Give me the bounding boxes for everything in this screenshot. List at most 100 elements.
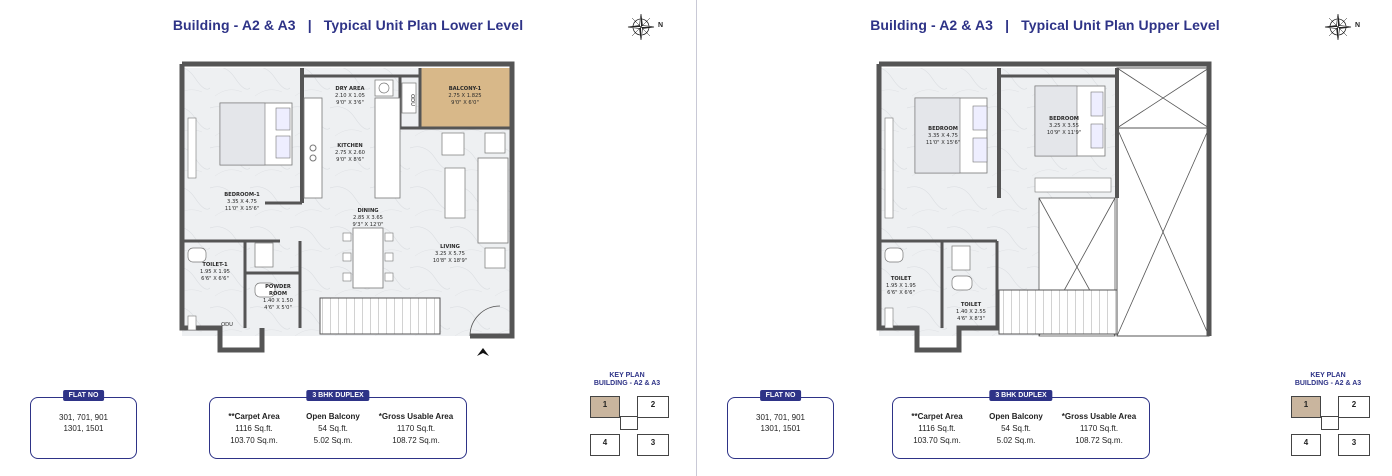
flat-number-tag: FLAT NO (759, 390, 802, 401)
svg-text:11'0" X 15'6": 11'0" X 15'6" (926, 140, 960, 146)
page-divider (696, 0, 697, 476)
svg-text:1.40 X 1.50: 1.40 X 1.50 (263, 298, 293, 304)
svg-text:10'8" X 18'9": 10'8" X 18'9" (433, 258, 467, 264)
carpet-area-column: **Carpet Area 1116 Sq.ft. 103.70 Sq.m. (218, 411, 290, 447)
svg-text:11'0" X 15'6": 11'0" X 15'6" (225, 206, 259, 212)
open-balcony-column: Open Balcony 54 Sq.ft. 5.02 Sq.m. (981, 411, 1051, 447)
plan-title: Building - A2 & A3 | Typical Unit Plan U… (697, 17, 1392, 33)
area-heading: *Gross Usable Area (1061, 412, 1137, 421)
svg-text:ROOM: ROOM (269, 291, 287, 297)
room-label-bedroom: BEDROOM-1 3.35 X 4.75 11'0" X 15'6" (224, 192, 260, 212)
entry-arrow-icon (477, 348, 489, 356)
flat-number-box: FLAT NO 301, 701, 901 1301, 1501 (30, 390, 137, 459)
area-sqm: 103.70 Sq.m. (230, 436, 278, 445)
svg-text:DRY AREA: DRY AREA (335, 86, 364, 92)
key-plan-unit-2: 2 (637, 396, 669, 418)
key-plan-unit-4: 4 (1291, 434, 1321, 456)
key-plan-core (1321, 416, 1339, 430)
room-label-bedroom-b: BEDROOM 3.25 X 3.55 10'9" X 11'9" (1047, 116, 1081, 136)
key-plan-unit-3: 3 (637, 434, 669, 456)
svg-text:3.35 X 4.75: 3.35 X 4.75 (227, 199, 257, 205)
svg-text:BALCONY-1: BALCONY-1 (449, 86, 482, 92)
svg-text:3.35 X 4.75: 3.35 X 4.75 (928, 133, 958, 139)
key-plan-unit-1: 1 (590, 396, 620, 418)
plan-title: Building - A2 & A3 | Typical Unit Plan L… (0, 17, 696, 33)
flat-numbers-line-2: 1301, 1501 (63, 424, 104, 433)
area-summary-box: 3 BHK DUPLEX **Carpet Area 1116 Sq.ft. 1… (209, 390, 467, 459)
gross-usable-area-column: *Gross Usable Area 1170 Sq.ft. 108.72 Sq… (1055, 411, 1143, 447)
key-plan-unit-1: 1 (1291, 396, 1321, 418)
compass-icon: N (626, 12, 666, 42)
svg-text:6'6" X 6'6": 6'6" X 6'6" (201, 276, 229, 282)
svg-text:1.95 X 1.95: 1.95 X 1.95 (200, 269, 230, 275)
svg-text:9'3" X 12'0": 9'3" X 12'0" (353, 222, 384, 228)
room-label-living: LIVING 3.25 X 5.75 10'8" X 18'9" (433, 244, 467, 264)
area-heading: Open Balcony (989, 412, 1043, 421)
title-separator: | (1005, 17, 1010, 33)
svg-text:3.25 X 3.55: 3.25 X 3.55 (1049, 123, 1079, 129)
area-heading: **Carpet Area (228, 412, 280, 421)
svg-text:BEDROOM: BEDROOM (1049, 116, 1079, 122)
flat-numbers-line-2: 1301, 1501 (760, 424, 801, 433)
svg-text:6'6" X 6'6": 6'6" X 6'6" (887, 290, 915, 296)
svg-text:4'6" X 8'3": 4'6" X 8'3" (957, 316, 985, 322)
area-sqm: 103.70 Sq.m. (913, 436, 961, 445)
area-sqft: 54 Sq.ft. (318, 424, 348, 433)
key-plan-title: KEY PLAN (609, 372, 645, 379)
svg-text:TOILET: TOILET (891, 276, 912, 282)
key-plan: KEY PLAN BUILDING - A2 & A3 1 2 4 3 (1283, 372, 1373, 462)
svg-text:2.85 X 3.65: 2.85 X 3.65 (353, 215, 383, 221)
area-sqm: 108.72 Sq.m. (392, 436, 440, 445)
svg-text:TOILET: TOILET (961, 302, 982, 308)
svg-text:POWDER: POWDER (265, 284, 291, 290)
area-sqft: 1170 Sq.ft. (1079, 424, 1119, 433)
odu-bottom-label: ODU (221, 322, 233, 328)
key-plan: KEY PLAN BUILDING - A2 & A3 1 2 4 3 (582, 372, 672, 462)
area-heading: Open Balcony (306, 412, 360, 421)
room-label-bedroom-a: BEDROOM 3.35 X 4.75 11'0" X 15'6" (926, 126, 960, 146)
svg-text:KITCHEN: KITCHEN (337, 143, 363, 149)
compass-north-label: N (1355, 22, 1361, 29)
room-label-dining: DINING 2.85 X 3.65 9'3" X 12'0" (353, 208, 384, 228)
balcony-floor (420, 68, 512, 128)
room-label-kitchen: KITCHEN 2.75 X 2.60 9'0" X 8'6" (335, 143, 365, 163)
key-plan-building: BUILDING - A2 & A3 (1294, 380, 1362, 387)
flat-number-tag: FLAT NO (62, 390, 105, 401)
svg-text:10'9" X 11'9": 10'9" X 11'9" (1047, 130, 1081, 136)
room-label-toilet-a: TOILET 1.95 X 1.95 6'6" X 6'6" (886, 276, 916, 296)
flat-numbers-line-1: 301, 701, 901 (756, 413, 805, 422)
svg-text:TOILET-1: TOILET-1 (202, 262, 228, 268)
svg-text:LIVING: LIVING (440, 244, 460, 250)
flat-numbers-line-1: 301, 701, 901 (59, 413, 108, 422)
lower-floor-plan: ODU ODU DRY AREA 2.10 X (179, 61, 515, 356)
svg-text:BEDROOM: BEDROOM (928, 126, 958, 132)
unit-type-tag: 3 BHK DUPLEX (306, 390, 370, 401)
key-plan-unit-2: 2 (1338, 396, 1370, 418)
svg-text:3.25 X 5.75: 3.25 X 5.75 (435, 251, 465, 257)
svg-text:DINING: DINING (357, 208, 378, 214)
lower-level-panel: Building - A2 & A3 | Typical Unit Plan L… (0, 12, 696, 462)
key-plan-title: KEY PLAN (1310, 372, 1346, 379)
svg-text:BEDROOM-1: BEDROOM-1 (224, 192, 260, 198)
building-name: Building - A2 & A3 (172, 17, 296, 33)
svg-text:9'0" X 3'6": 9'0" X 3'6" (336, 100, 364, 106)
unit-type-tag: 3 BHK DUPLEX (989, 390, 1053, 401)
area-sqm: 5.02 Sq.m. (996, 436, 1036, 445)
gross-usable-area-column: *Gross Usable Area 1170 Sq.ft. 108.72 Sq… (372, 411, 460, 447)
flat-number-box: FLAT NO 301, 701, 901 1301, 1501 (727, 390, 834, 459)
upper-floor-plan: BEDROOM 3.35 X 4.75 11'0" X 15'6" BEDROO… (876, 61, 1212, 353)
compass-north-label: N (658, 22, 664, 29)
open-balcony-column: Open Balcony 54 Sq.ft. 5.02 Sq.m. (298, 411, 368, 447)
room-label-powder-room: POWDER ROOM 1.40 X 1.50 4'6" X 5'0" (263, 284, 293, 311)
svg-text:2.75 X 1.825: 2.75 X 1.825 (448, 93, 481, 99)
room-label-balcony: BALCONY-1 2.75 X 1.825 9'0" X 6'0" (448, 86, 481, 106)
title-separator: | (307, 17, 312, 33)
area-heading: **Carpet Area (911, 412, 963, 421)
area-sqft: 1116 Sq.ft. (235, 424, 273, 433)
svg-text:2.75 X 2.60: 2.75 X 2.60 (335, 150, 365, 156)
svg-text:1.40 X 2.55: 1.40 X 2.55 (956, 309, 986, 315)
area-sqft: 54 Sq.ft. (1001, 424, 1031, 433)
svg-text:9'0" X 6'0": 9'0" X 6'0" (451, 100, 479, 106)
area-sqm: 108.72 Sq.m. (1075, 436, 1123, 445)
room-label-toilet: TOILET-1 1.95 X 1.95 6'6" X 6'6" (200, 262, 230, 282)
